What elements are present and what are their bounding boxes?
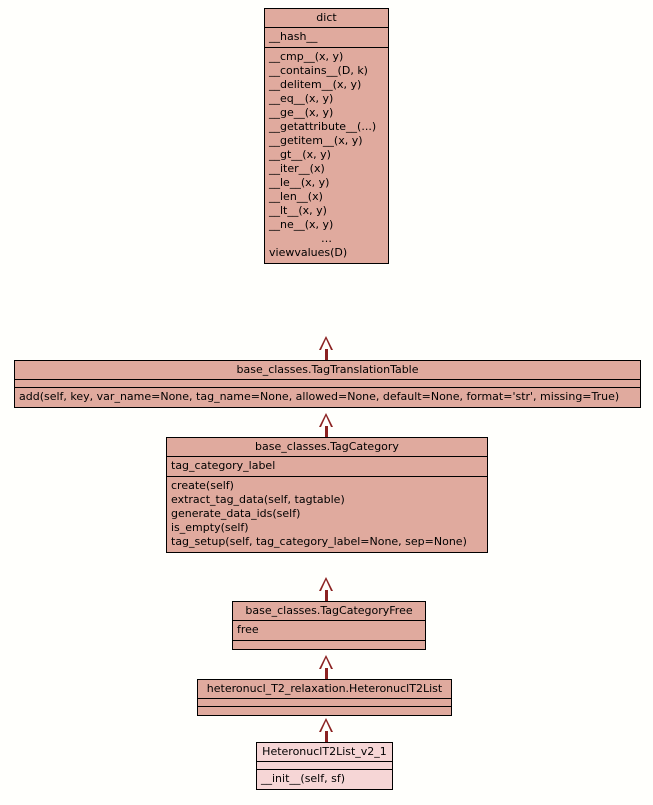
method-item: generate_data_ids(self) <box>171 507 301 520</box>
method-item: __ne__(x, y) <box>269 218 334 231</box>
method-item: create(self) <box>171 479 234 492</box>
class-methods-tagcategory: create(self) extract_tag_data(self, tagt… <box>167 477 487 552</box>
edge-stem <box>325 426 328 437</box>
inheritance-arrowhead-fill <box>321 416 331 427</box>
method-item: __len__(x) <box>269 190 323 203</box>
method-item: __getitem__(x, y) <box>269 134 363 147</box>
class-box-dict[interactable]: dict __hash__ __cmp__(x, y) __contains__… <box>264 8 389 264</box>
method-item: add(self, key, var_name=None, tag_name=N… <box>19 390 620 403</box>
class-title-dict: dict <box>265 9 388 28</box>
class-attributes-tagcategoryfree: free <box>233 621 425 641</box>
edge-stem <box>325 731 328 742</box>
class-methods-dict: __cmp__(x, y) __contains__(D, k) __delit… <box>265 48 388 263</box>
method-item: __ge__(x, y) <box>269 106 334 119</box>
method-item: __delitem__(x, y) <box>269 78 362 91</box>
class-box-heteronuclt2listv21[interactable]: HeteronuclT2List_v2_1 __init__(self, sf) <box>256 742 393 790</box>
method-item: extract_tag_data(self, tagtable) <box>171 493 345 506</box>
method-ellipsis: … <box>321 232 332 245</box>
generalization-edge-tagcategoryfree-to-tagcategory <box>319 577 333 601</box>
class-methods-tagtranslationtable: add(self, key, var_name=None, tag_name=N… <box>15 388 640 407</box>
method-item: __iter__(x) <box>269 162 325 175</box>
method-item: is_empty(self) <box>171 521 249 534</box>
class-box-tagtranslationtable[interactable]: base_classes.TagTranslationTable add(sel… <box>14 360 641 408</box>
inheritance-arrowhead-fill <box>321 580 331 591</box>
class-attributes-dict: __hash__ <box>265 28 388 48</box>
inheritance-arrowhead-fill <box>321 721 331 732</box>
attribute-item: tag_category_label <box>171 459 276 472</box>
class-title-tagcategory: base_classes.TagCategory <box>167 438 487 457</box>
class-title-tagtranslationtable: base_classes.TagTranslationTable <box>15 361 640 380</box>
edge-stem <box>325 349 328 360</box>
class-methods-heteronuclt2list <box>198 707 451 715</box>
class-methods-tagcategoryfree <box>233 641 425 649</box>
class-title-tagcategoryfree: base_classes.TagCategoryFree <box>233 602 425 621</box>
generalization-edge-heteronuclt2listv21-to-heteronuclt2list <box>319 718 333 742</box>
attribute-item: free <box>237 623 259 636</box>
attribute-item: __hash__ <box>269 30 318 43</box>
method-item: tag_setup(self, tag_category_label=None,… <box>171 535 467 548</box>
class-box-tagcategoryfree[interactable]: base_classes.TagCategoryFree free <box>232 601 426 650</box>
class-attributes-tagcategory: tag_category_label <box>167 457 487 477</box>
method-item: viewvalues(D) <box>269 246 348 259</box>
edge-stem <box>325 668 328 679</box>
method-item: __gt__(x, y) <box>269 148 331 161</box>
class-methods-heteronuclt2listv21: __init__(self, sf) <box>257 770 392 789</box>
method-item: __contains__(D, k) <box>269 64 368 77</box>
class-box-heteronuclt2list[interactable]: heteronucl_T2_relaxation.HeteronuclT2Lis… <box>197 679 452 716</box>
inheritance-arrowhead-fill <box>321 658 331 669</box>
method-item: __getattribute__(...) <box>269 120 377 133</box>
method-item: __cmp__(x, y) <box>269 50 344 63</box>
edge-stem <box>325 590 328 601</box>
method-item: __eq__(x, y) <box>269 92 334 105</box>
generalization-edge-tagtranslationtable-to-dict <box>319 336 333 360</box>
method-item: __le__(x, y) <box>269 176 330 189</box>
class-title-heteronuclt2listv21: HeteronuclT2List_v2_1 <box>257 743 392 762</box>
class-attributes-heteronuclt2list <box>198 699 451 707</box>
class-attributes-heteronuclt2listv21 <box>257 762 392 770</box>
inheritance-arrowhead-fill <box>321 339 331 350</box>
generalization-edge-heteronuclt2list-to-tagcategoryfree <box>319 655 333 679</box>
class-attributes-tagtranslationtable <box>15 380 640 388</box>
method-item: __lt__(x, y) <box>269 204 327 217</box>
generalization-edge-tagcategory-to-tagtranslationtable <box>319 413 333 437</box>
class-title-heteronuclt2list: heteronucl_T2_relaxation.HeteronuclT2Lis… <box>198 680 451 699</box>
class-box-tagcategory[interactable]: base_classes.TagCategory tag_category_la… <box>166 437 488 553</box>
method-item: __init__(self, sf) <box>261 772 346 785</box>
